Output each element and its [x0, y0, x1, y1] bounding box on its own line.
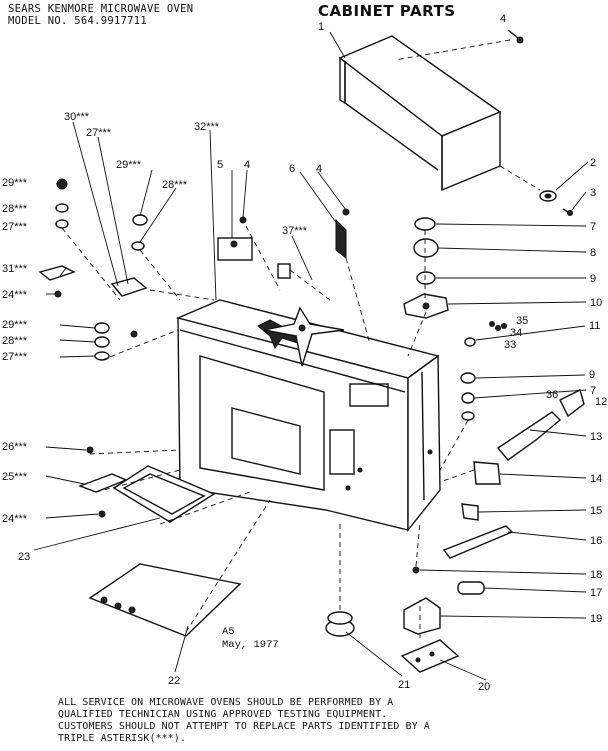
callout-6: 6: [289, 163, 295, 175]
callout-32: 32***: [194, 121, 220, 133]
bottom-plates: [78, 446, 242, 637]
left-hardware: [38, 178, 148, 361]
callout-2: 2: [590, 157, 596, 169]
callout-4-top: 4: [500, 13, 506, 25]
assembly-lines: [61, 39, 541, 638]
callout-19: 19: [590, 613, 602, 625]
stirrer-blade: [263, 306, 345, 367]
callout-27-top: 27***: [86, 127, 112, 139]
callout-9-lower: 9: [589, 369, 595, 381]
callout-8: 8: [590, 247, 596, 259]
callout-29-left-mid: 29***: [2, 319, 28, 331]
callout-28-top: 28***: [162, 179, 188, 191]
callout-34: 34: [510, 327, 522, 339]
service-notice-line-4: TRIPLE ASTERISK(***).: [58, 733, 187, 744]
service-notice-line-2: QUALIFIED TECHNICIAN USING APPROVED TEST…: [58, 709, 388, 720]
callout-7-lower: 7: [590, 385, 596, 397]
diagram-title: CABINET PARTS: [318, 2, 456, 20]
callout-25: 25***: [2, 471, 28, 483]
callout-28-left-top: 28***: [2, 203, 28, 215]
callout-11: 11: [589, 320, 600, 332]
service-notice-line-1: ALL SERVICE ON MICROWAVE OVENS SHOULD BE…: [58, 697, 394, 708]
callout-14: 14: [590, 473, 602, 485]
service-notice-line-3: CUSTOMERS SHOULD NOT ATTEMPT TO REPLACE …: [58, 721, 430, 732]
cabinet-cover: [338, 35, 502, 192]
callout-24-lower: 24***: [2, 513, 28, 525]
callout-15: 15: [590, 505, 602, 517]
callout-12: 12: [595, 396, 607, 408]
header-line-1: SEARS KENMORE MICROWAVE OVEN: [8, 3, 194, 15]
callout-21: 21: [398, 679, 410, 691]
callout-37: 37***: [282, 225, 308, 237]
callout-3: 3: [590, 187, 596, 199]
callout-1: 1: [318, 21, 324, 33]
callout-29-left-top: 29***: [2, 177, 28, 189]
callout-9-upper: 9: [590, 273, 596, 285]
header-line-2: MODEL NO. 564.9917711: [8, 15, 148, 27]
callout-18: 18: [590, 569, 602, 581]
callout-30: 30***: [64, 111, 90, 123]
callout-24-upper: 24***: [2, 289, 28, 301]
callout-35: 35: [516, 315, 528, 327]
callout-10: 10: [590, 297, 602, 309]
foot: [325, 611, 355, 637]
callout-22: 22: [168, 675, 180, 687]
callout-4-right: 4: [316, 163, 322, 175]
callout-31: 31***: [2, 263, 28, 275]
top-bracket: [217, 208, 350, 279]
callout-4-mid: 4: [244, 159, 250, 171]
callout-17: 17: [590, 587, 602, 599]
right-hardware: [400, 321, 585, 673]
callout-13: 13: [590, 431, 602, 443]
revision-date: May, 1977: [222, 639, 279, 651]
callout-5: 5: [217, 159, 223, 171]
callout-36: 36: [546, 389, 558, 401]
callout-27-left-top: 27***: [2, 221, 28, 233]
callout-16: 16: [590, 535, 602, 547]
callout-26: 26***: [2, 441, 28, 453]
callout-labels: 1 2 3 4 4 4 5 6 7 8 9 10 11 9 7 12 13 14…: [2, 13, 607, 693]
callout-20: 20: [478, 681, 490, 693]
motor-stack: [403, 217, 449, 319]
callout-23: 23: [18, 551, 30, 563]
callout-27-left-mid: 27***: [2, 351, 28, 363]
callout-33: 33: [504, 339, 516, 351]
callout-7-upper: 7: [590, 221, 596, 233]
foot-and-screw: [539, 190, 573, 216]
screw-top: [507, 29, 524, 44]
revision-code: A5: [222, 626, 235, 638]
leader-lines: [33, 31, 589, 681]
callout-29-top: 29***: [116, 159, 142, 171]
callout-28-left-mid: 28***: [2, 335, 28, 347]
